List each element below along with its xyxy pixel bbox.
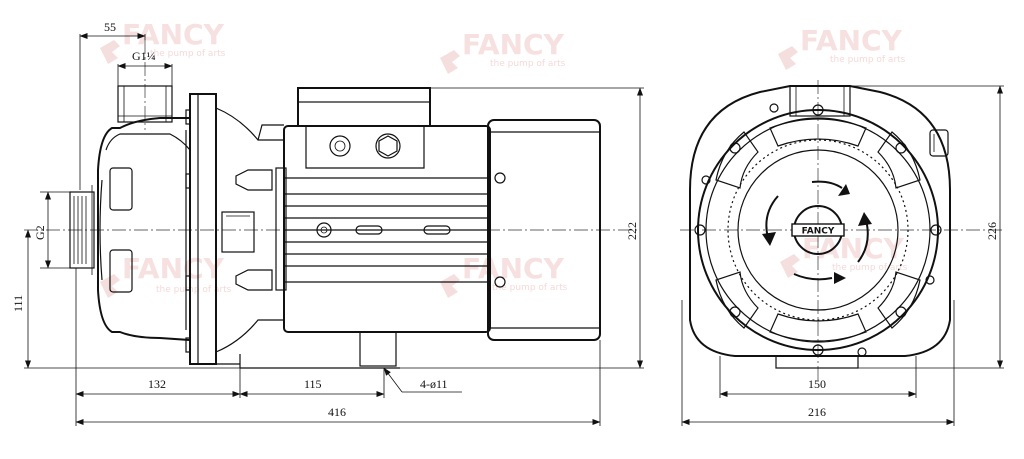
terminal-box <box>297 87 431 169</box>
watermark-1: FANCY the pump of arts <box>100 18 226 64</box>
watermark-brand: FANCY <box>800 24 903 57</box>
side-view: 55 G1¼ G2 111 132 115 <box>11 20 644 426</box>
motor-foot <box>216 331 400 369</box>
pump-casing <box>91 117 191 342</box>
watermark-tagline: the pump of arts <box>492 283 568 293</box>
side-dimensions: 55 G1¼ G2 111 132 115 <box>11 20 644 426</box>
watermark-tagline: the pump of arts <box>150 49 226 59</box>
watermark-brand: FANCY <box>802 232 905 265</box>
watermark-6: FANCY the pump of arts <box>780 232 908 278</box>
watermark-flame-icon <box>778 46 798 70</box>
watermark-5: FANCY the pump of arts <box>440 252 568 298</box>
dim-foot-spacing: 115 <box>304 377 322 391</box>
watermark-4: FANCY the pump of arts <box>100 252 232 298</box>
dim-axis-height: 111 <box>11 295 25 312</box>
front-housing <box>689 85 951 369</box>
rotation-arrows <box>762 180 872 284</box>
watermark-flame-icon <box>440 274 460 298</box>
watermark-tagline: the pump of arts <box>490 59 566 69</box>
dim-front-total-width: 216 <box>808 405 826 419</box>
dim-mounting-holes: 4-ø11 <box>420 377 448 391</box>
watermark-tagline: the pump of arts <box>832 263 908 273</box>
dim-top-offset: 55 <box>104 20 116 34</box>
dim-front-total-height: 226 <box>985 222 999 240</box>
watermark-brand: FANCY <box>462 252 565 285</box>
front-view: FANCY 226 150 216 <box>680 80 1004 426</box>
fan-cover <box>487 119 601 341</box>
watermark-2: FANCY the pump of arts <box>440 28 566 74</box>
discharge-nozzle <box>117 85 173 123</box>
watermark-brand: FANCY <box>122 18 225 51</box>
suction-nozzle <box>69 191 95 269</box>
watermark-3: FANCY the pump of arts <box>778 24 906 70</box>
dim-foot-width: 150 <box>808 377 826 391</box>
fancy-logo: FANCY <box>791 205 845 255</box>
dim-outlet-thread: G2 <box>33 225 47 240</box>
dim-total-height: 222 <box>625 222 639 240</box>
dim-inlet-length: 132 <box>148 377 166 391</box>
motor-body <box>235 125 491 333</box>
front-window-slots <box>715 118 921 342</box>
watermark-flame-icon <box>780 254 800 278</box>
watermark-group: FANCY the pump of arts FANCY the pump of… <box>100 18 908 298</box>
watermark-tagline: the pump of arts <box>156 285 232 295</box>
watermark-brand: FANCY <box>122 252 225 285</box>
watermark-flame-icon <box>100 40 120 64</box>
watermark-brand: FANCY <box>462 28 565 61</box>
watermark-flame-icon <box>440 50 460 74</box>
watermark-tagline: the pump of arts <box>830 55 906 65</box>
dim-total-length: 416 <box>328 405 346 419</box>
dim-inlet-thread: G1¼ <box>132 49 156 63</box>
logo-text: FANCY <box>802 227 835 237</box>
mounting-flange <box>185 93 217 365</box>
flange-ring <box>697 109 939 351</box>
front-dimensions: 226 150 216 <box>681 85 1004 426</box>
front-bolts <box>694 103 942 357</box>
